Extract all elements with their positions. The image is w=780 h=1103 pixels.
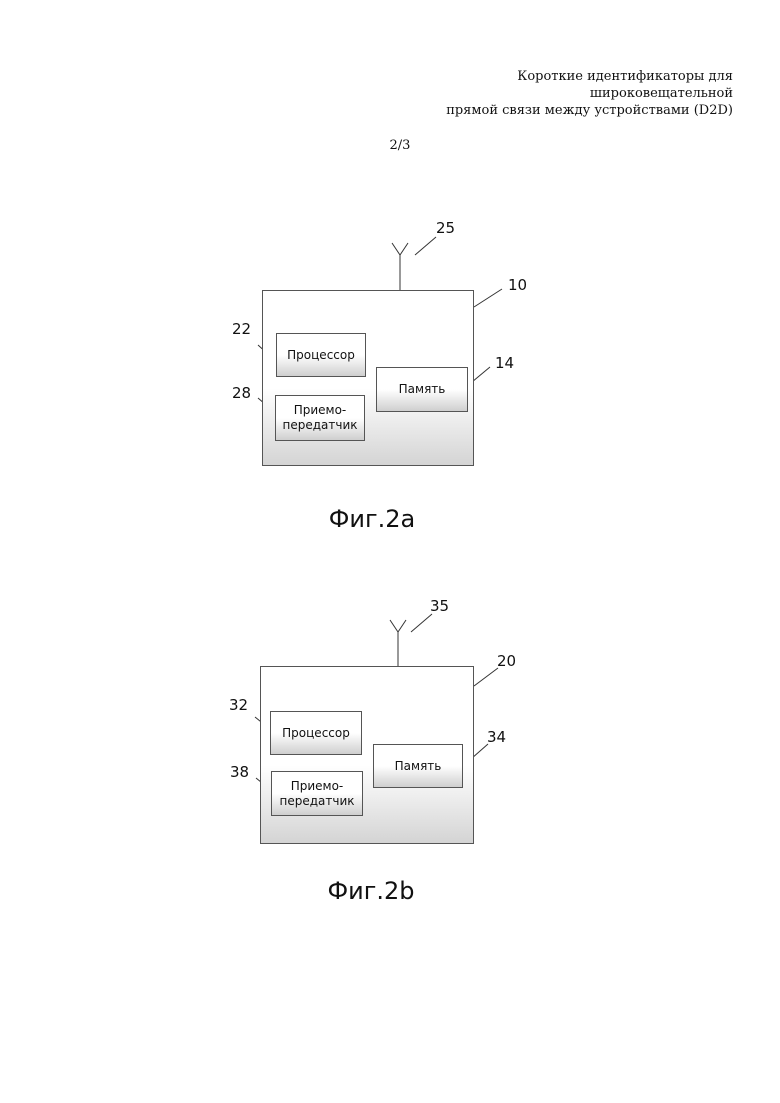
transceiver-block: Приемо- передатчик: [275, 395, 365, 441]
processor-ref: 32: [229, 696, 248, 714]
antenna-right-branch: [400, 243, 408, 255]
processor-block: Процессор: [270, 711, 362, 755]
antenna-left-branch: [390, 620, 398, 632]
transceiver-block: Приемо- передатчик: [271, 771, 363, 816]
processor-block: Процессор: [276, 333, 366, 377]
leader-line-device: [474, 668, 498, 686]
leader-line-antenna: [415, 237, 436, 255]
figure-2b: Процессор Приемо- передатчик Память 35 2…: [0, 592, 780, 922]
leader-line-antenna: [411, 614, 432, 632]
leader-line-device: [474, 289, 502, 307]
transceiver-label-line1: Приемо-: [291, 779, 344, 794]
antenna-ref: 35: [430, 597, 449, 615]
memory-block: Память: [373, 744, 463, 788]
processor-label: Процессор: [282, 726, 350, 741]
figure-2a: Процессор Приемо- передатчик Память 25 1…: [0, 215, 780, 545]
transceiver-label-line1: Приемо-: [294, 403, 347, 418]
memory-block: Память: [376, 367, 468, 412]
transceiver-label-line2: передатчик: [282, 418, 357, 433]
processor-ref: 22: [232, 320, 251, 338]
figure-caption: Фиг.2b: [271, 877, 471, 905]
memory-ref: 34: [487, 728, 506, 746]
device-ref: 10: [508, 276, 527, 294]
processor-label: Процессор: [287, 348, 355, 363]
transceiver-ref: 28: [232, 384, 251, 402]
memory-ref: 14: [495, 354, 514, 372]
page-header: Короткие идентификаторы для широковещате…: [373, 68, 733, 119]
header-title-line1: Короткие идентификаторы для широковещате…: [373, 68, 733, 102]
memory-label: Память: [395, 759, 442, 774]
device-ref: 20: [497, 652, 516, 670]
antenna-left-branch: [392, 243, 400, 255]
header-title-line2: прямой связи между устройствами (D2D): [373, 102, 733, 119]
figure-caption: Фиг.2a: [272, 505, 472, 533]
antenna-ref: 25: [436, 219, 455, 237]
transceiver-ref: 38: [230, 763, 249, 781]
antenna-right-branch: [398, 620, 406, 632]
page-number: 2/3: [380, 138, 420, 153]
transceiver-label-line2: передатчик: [279, 794, 354, 809]
memory-label: Память: [399, 382, 446, 397]
